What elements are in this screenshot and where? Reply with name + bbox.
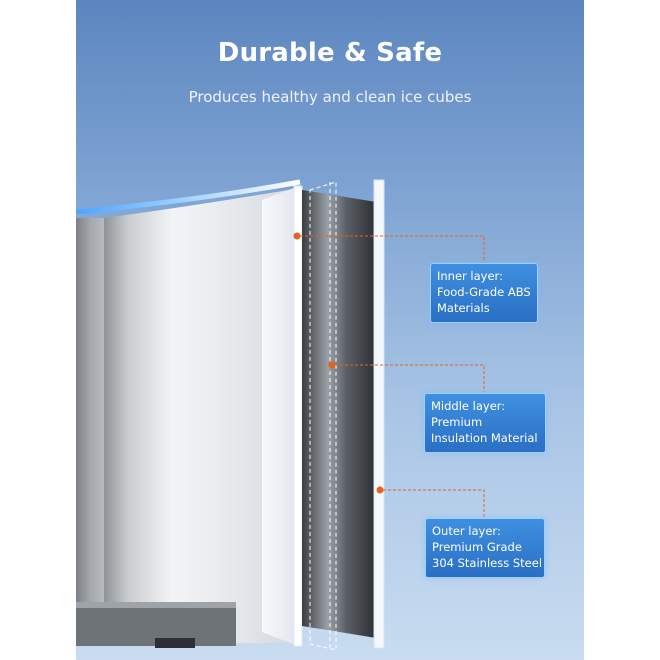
inner-layer-leader [300, 235, 485, 262]
middle-layer-line: Insulation Material [431, 431, 538, 445]
outer-layer-line: Premium Grade [432, 540, 522, 554]
middle-layer-leader [335, 364, 485, 392]
feature-panel: Durable & Safe Produces healthy and clea… [76, 0, 584, 660]
inner-layer-card: Inner layer: Food-Grade ABS Materials [430, 263, 538, 323]
outer-layer-title: Outer layer: [432, 524, 501, 538]
middle-layer-line: Premium [431, 415, 483, 429]
middle-layer-title: Middle layer: [431, 399, 506, 413]
inner-layer-marker [293, 232, 301, 240]
outer-layer-card: Outer layer: Premium Grade 304 Stainless… [425, 518, 545, 578]
inner-layer-line: Food-Grade ABS [437, 285, 531, 299]
middle-layer-marker [328, 361, 336, 369]
outer-layer-leader [383, 489, 485, 517]
outer-layer-marker [376, 486, 384, 494]
inner-layer-line: Materials [437, 301, 490, 315]
inner-layer-title: Inner layer: [437, 269, 503, 283]
outer-layer-line: 304 Stainless Steel [432, 556, 543, 570]
middle-layer-card: Middle layer: Premium Insulation Materia… [424, 393, 546, 453]
page-subtitle: Produces healthy and clean ice cubes [188, 88, 472, 106]
appliance-cutaway-illustration [76, 179, 485, 651]
page-title: Durable & Safe [217, 38, 443, 68]
